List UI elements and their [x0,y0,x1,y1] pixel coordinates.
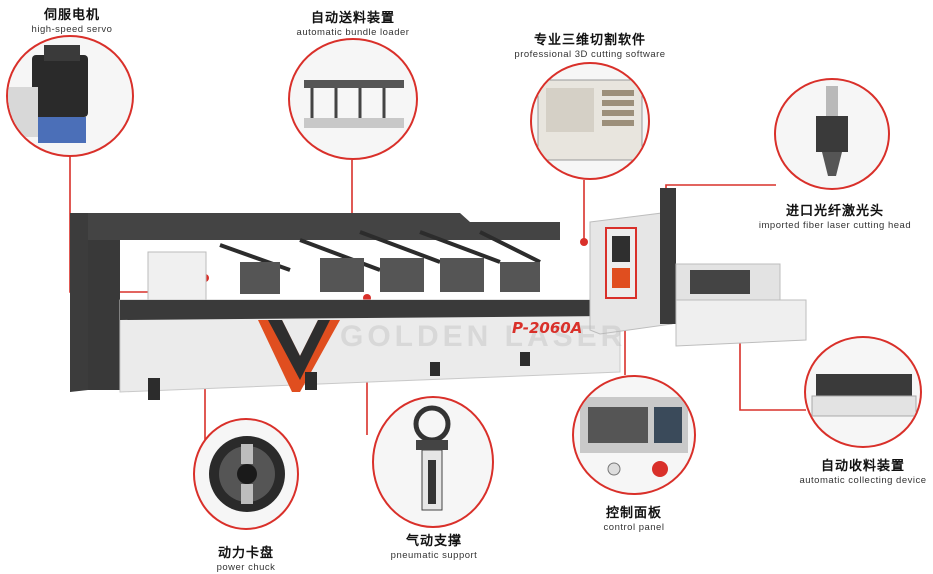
pneumatic-support-photo [372,396,494,528]
model-number: P-2060A [512,319,583,337]
power-chuck-photo [193,418,299,530]
label-servo-en: high-speed servo [31,24,113,35]
label-loader-cn: 自动送料装置 [310,10,395,25]
label-software: 专业三维切割软件 professional 3D cutting softwar… [500,29,680,60]
label-support-cn: 气动支撑 [405,533,462,548]
label-loader-en: automatic bundle loader [296,27,410,38]
label-head-en: imported fiber laser cutting head [758,220,912,231]
label-servo-cn: 伺服电机 [43,7,100,22]
watermark: GOLDEN LASER [340,320,627,353]
label-support: 气动支撑 pneumatic support [374,530,494,561]
servo-photo [6,35,134,157]
laser-head-photo [774,78,890,190]
collecting-device-photo [804,336,922,448]
label-software-en: professional 3D cutting software [514,49,666,60]
label-head-cn: 进口光纤激光头 [785,203,884,218]
cutting-software-photo [530,62,650,180]
label-support-en: pneumatic support [390,550,478,561]
label-chuck-en: power chuck [216,562,276,573]
control-panel-photo [572,375,696,495]
label-collect-en: automatic collecting device [799,475,927,486]
label-loader: 自动送料装置 automatic bundle loader [280,7,426,38]
label-chuck-cn: 动力卡盘 [217,545,274,560]
label-panel-en: control panel [603,522,665,533]
label-servo: 伺服电机 high-speed servo [22,4,122,35]
label-software-cn: 专业三维切割软件 [533,32,646,47]
label-chuck: 动力卡盘 power chuck [196,542,296,573]
label-panel-cn: 控制面板 [605,505,662,520]
label-collect: 自动收料装置 automatic collecting device [796,455,930,486]
label-collect-cn: 自动收料装置 [820,458,905,473]
label-panel: 控制面板 control panel [584,502,684,533]
bundle-loader-photo [288,38,418,160]
label-head: 进口光纤激光头 imported fiber laser cutting hea… [740,200,930,231]
